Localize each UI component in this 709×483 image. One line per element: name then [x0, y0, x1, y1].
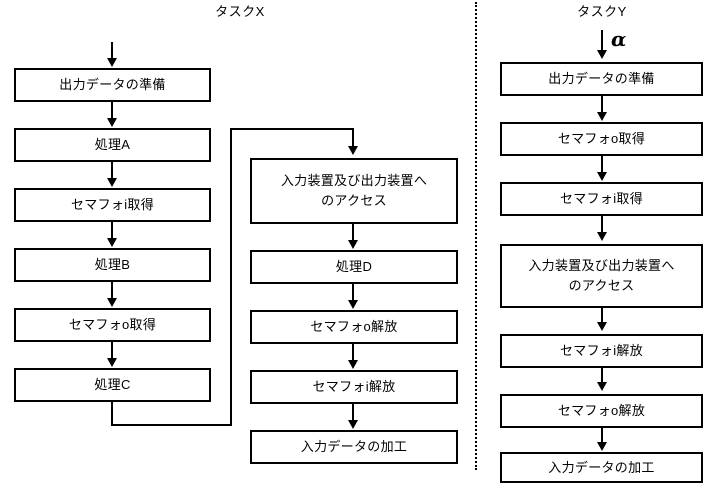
- node-y4-line1: 入力装置及び出力装置へ: [528, 258, 675, 273]
- arrowhead-x4-x5: [107, 298, 117, 307]
- connector-m4-m5: [352, 404, 354, 422]
- arrowhead-x5-x6: [107, 358, 117, 367]
- node-y4[interactable]: 入力装置及び出力装置へ のアクセス: [500, 244, 703, 308]
- node-m1-line2: のアクセス: [321, 193, 387, 208]
- loop-down-into-m1: [352, 128, 354, 148]
- arrowhead-x2-x3: [107, 178, 117, 187]
- loop-x6-right: [111, 424, 232, 426]
- node-m1-line1: 入力装置及び出力装置へ: [280, 173, 428, 188]
- arrowhead-m2-m3: [348, 300, 358, 309]
- node-y4-text: 入力装置及び出力装置へ のアクセス: [528, 256, 674, 296]
- arrowhead-m3-m4: [348, 360, 358, 369]
- node-y7[interactable]: 入力データの加工: [500, 452, 703, 483]
- arrowhead-y5-y6: [597, 382, 607, 391]
- connector-m3-m4: [352, 344, 354, 362]
- connector-x5-x6: [111, 342, 113, 360]
- node-m3[interactable]: セマフォo解放: [250, 310, 458, 344]
- node-m2[interactable]: 処理D: [250, 250, 458, 284]
- loop-up-to-top: [230, 128, 232, 426]
- connector-y2-y3: [601, 156, 603, 174]
- arrowhead-x1-x2: [107, 118, 117, 127]
- node-m5[interactable]: 入力データの加工: [250, 430, 458, 464]
- node-y5[interactable]: セマフォi解放: [500, 334, 703, 368]
- node-y6[interactable]: セマフォo解放: [500, 394, 703, 428]
- connector-y1-y2: [601, 96, 603, 114]
- connector-y3-y4: [601, 216, 603, 234]
- node-m4[interactable]: セマフォi解放: [250, 370, 458, 404]
- arrowhead-loop-into-m1: [348, 146, 358, 155]
- connector-m1-m2: [352, 224, 354, 242]
- connector-x3-x4: [111, 222, 113, 240]
- loop-across-top: [230, 128, 354, 130]
- node-y3[interactable]: セマフォi取得: [500, 182, 703, 216]
- entry-arrowhead-y: [597, 50, 607, 59]
- node-y1[interactable]: 出力データの準備: [500, 62, 703, 96]
- arrowhead-y2-y3: [597, 172, 607, 181]
- node-y2[interactable]: セマフォo取得: [500, 122, 703, 156]
- arrowhead-m1-m2: [348, 240, 358, 249]
- node-x2[interactable]: 処理A: [14, 128, 211, 162]
- task-x-title: タスクX: [215, 4, 265, 19]
- connector-x4-x5: [111, 282, 113, 300]
- node-x5[interactable]: セマフォo取得: [14, 308, 211, 342]
- entry-connector-x: [111, 42, 113, 60]
- arrowhead-m4-m5: [348, 420, 358, 429]
- arrowhead-x3-x4: [107, 238, 117, 247]
- connector-y5-y6: [601, 368, 603, 384]
- connector-m2-m3: [352, 284, 354, 302]
- arrowhead-y1-y2: [597, 112, 607, 121]
- connector-y6-y7: [601, 428, 603, 444]
- loop-x6-down: [111, 402, 113, 426]
- node-x6[interactable]: 処理C: [14, 368, 211, 402]
- node-x3[interactable]: セマフォi取得: [14, 188, 211, 222]
- node-x1[interactable]: 出力データの準備: [14, 68, 211, 102]
- node-m1-text: 入力装置及び出力装置へ のアクセス: [281, 171, 427, 211]
- node-m1[interactable]: 入力装置及び出力装置へ のアクセス: [250, 158, 458, 224]
- connector-x2-x3: [111, 162, 113, 180]
- arrowhead-y3-y4: [597, 232, 607, 241]
- arrowhead-y4-y5: [597, 322, 607, 331]
- entry-connector-y: [601, 30, 603, 52]
- task-y-title: タスクY: [577, 4, 627, 19]
- task-divider: [475, 2, 477, 470]
- connector-x1-x2: [111, 102, 113, 120]
- alpha-label: α: [611, 27, 627, 51]
- node-x4[interactable]: 処理B: [14, 248, 211, 282]
- connector-y4-y5: [601, 308, 603, 324]
- node-y4-line2: のアクセス: [568, 278, 635, 293]
- arrowhead-y6-y7: [597, 442, 607, 451]
- entry-arrowhead-x: [107, 58, 117, 67]
